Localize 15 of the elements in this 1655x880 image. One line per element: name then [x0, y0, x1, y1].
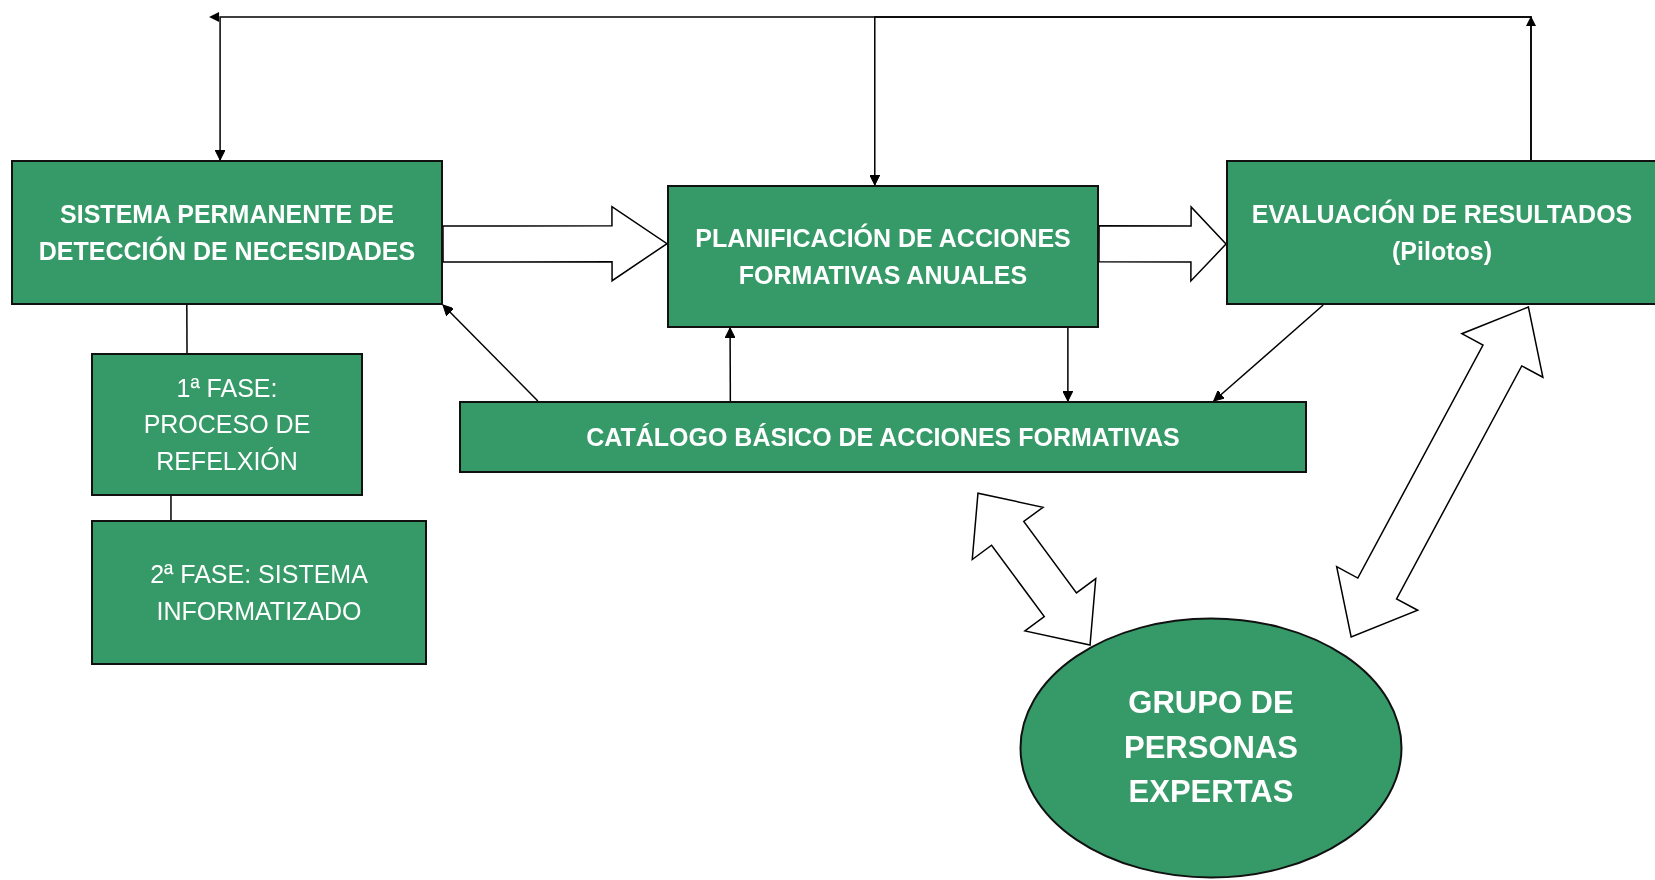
node-label: (Pilotos) — [1392, 235, 1492, 267]
process-box — [11, 160, 443, 305]
process-box — [91, 353, 363, 496]
node-label: GRUPO DE PERSONAS EXPERTAS — [1123, 683, 1299, 812]
node-label: PLANIFICACIÓN DE ACCIONES FORMATIVAS ANUALES — [694, 222, 1072, 291]
node-label: 2ª FASE: SISTEMA INFORMATIZADO — [149, 559, 369, 627]
node-label: 1ª FASE: PROCESO DE REFELXIÓN — [142, 373, 312, 477]
process-box — [667, 185, 1099, 328]
node-label: EVALUACIÓN DE RESULTADOS — [1251, 198, 1633, 231]
ellipse-node — [1019, 617, 1403, 879]
process-box — [1226, 160, 1655, 305]
process-box — [459, 401, 1307, 473]
process-box — [91, 520, 427, 665]
node-label: SISTEMA PERMANENTE DE DETECCIÓN DE NECESIDADES — [37, 199, 417, 267]
node-label: CATÁLOGO BÁSICO DE ACCIONES FORMATIVAS — [586, 421, 1180, 453]
